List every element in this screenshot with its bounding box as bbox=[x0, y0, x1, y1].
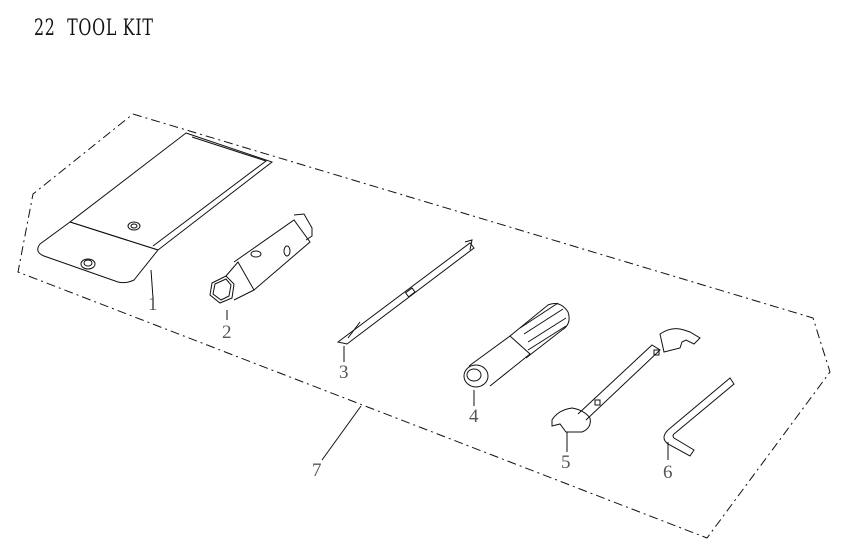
screwdriver-shaft-drawing bbox=[336, 239, 475, 345]
callout-6: 6 bbox=[663, 462, 673, 483]
section-title: TOOL KIT bbox=[67, 16, 154, 41]
callout-2: 2 bbox=[222, 322, 232, 343]
callout-7: 7 bbox=[312, 460, 322, 481]
callout-4: 4 bbox=[469, 406, 479, 427]
section-number: 22 bbox=[34, 16, 56, 41]
page-title: 22 TOOL KIT bbox=[34, 16, 165, 41]
socket-wrench-drawing bbox=[209, 213, 313, 304]
holder-plate-drawing bbox=[37, 132, 274, 284]
callout-leader-1 bbox=[150, 269, 154, 299]
hex-key-drawing bbox=[663, 377, 735, 457]
open-end-wrench-drawing bbox=[551, 328, 701, 433]
callout-1: 1 bbox=[148, 294, 158, 315]
screwdriver-handle-drawing bbox=[463, 302, 570, 388]
callout-5: 5 bbox=[561, 452, 571, 473]
callout-leader-7 bbox=[321, 405, 362, 461]
callout-3: 3 bbox=[339, 362, 349, 383]
tool-bag-outline bbox=[17, 113, 831, 539]
